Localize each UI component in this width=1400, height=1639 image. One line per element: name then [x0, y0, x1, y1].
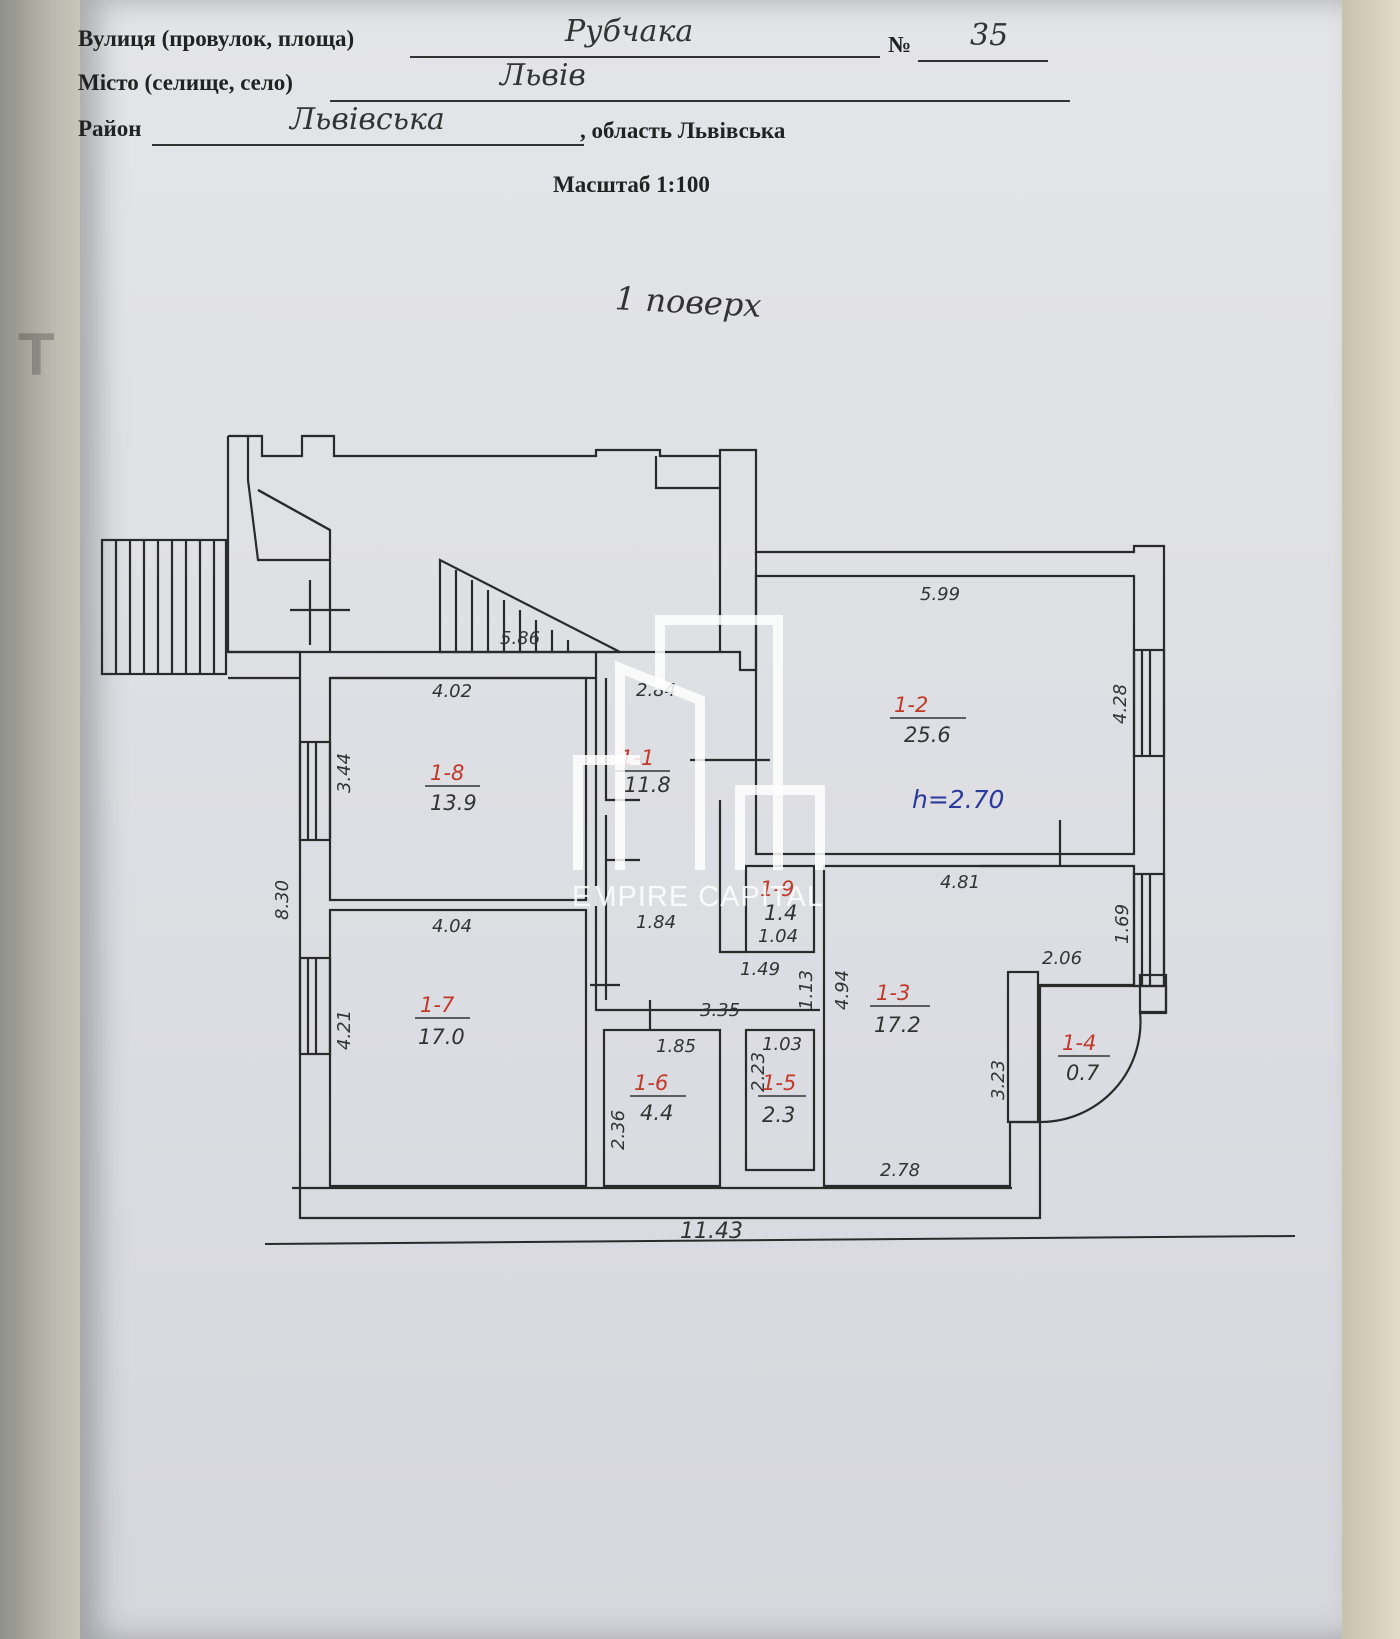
room-3-number: 1-3: [876, 981, 910, 1005]
dimension-labels: 5.86 4.02 3.44 8.30 4.04 4.21 2.84 1.84 …: [272, 584, 1133, 1244]
dim-r1-mid: 1.84: [636, 912, 676, 933]
side-artifact: Т: [18, 321, 55, 388]
page-edge: [1342, 0, 1400, 1639]
street-underline: [410, 56, 880, 58]
city-label: Місто (селище, село): [78, 70, 293, 95]
dim-r2-top: 5.99: [920, 584, 960, 605]
room-2-area: 25.6: [904, 723, 951, 747]
watermark-text: EMPIRE CAPITAL: [572, 881, 824, 913]
room-4-area: 0.7: [1066, 1061, 1100, 1085]
room-7-number: 1-7: [420, 993, 455, 1017]
walls: [100, 434, 1168, 1220]
dim-r5-side: 2.23: [748, 1052, 769, 1092]
room-6-number: 1-6: [634, 1071, 668, 1095]
binding-shadow: [0, 0, 92, 1639]
room-4-number: 1-4: [1062, 1031, 1096, 1055]
room-5-number: 1-5: [762, 1071, 796, 1095]
district-value: Львівська: [290, 102, 445, 137]
dim-r8-top: 4.02: [432, 681, 472, 702]
street-value: Рубчака: [565, 14, 694, 49]
dim-r9-w: 1.04: [758, 926, 798, 947]
dim-335: 3.35: [700, 1000, 740, 1021]
document-page: [80, 0, 1342, 1639]
dim-494: 4.94: [832, 970, 853, 1010]
dim-outer-left: 8.30: [272, 880, 293, 920]
room-9-area: 1.4: [764, 901, 797, 925]
room-5-area: 2.3: [762, 1103, 795, 1127]
room-6-area: 4.4: [640, 1101, 673, 1125]
number-underline: [918, 60, 1048, 62]
dim-bay-w: 2.06: [1042, 948, 1082, 969]
dim-r7-side: 4.21: [334, 1010, 355, 1050]
dim-r8-side: 3.44: [334, 753, 355, 793]
room-3-area: 17.2: [874, 1013, 921, 1037]
dim-r2-side: 4.28: [1110, 684, 1131, 724]
room-labels: 1-8 13.9 1-7 17.0 1-1 11.8 1-2 25.6 h=2.…: [415, 693, 1110, 1127]
dim-r3-top: 4.81: [940, 872, 980, 893]
street-label: Вулиця (провулок, площа): [78, 26, 355, 51]
dim-r7-top: 4.04: [432, 916, 472, 937]
dim-r3-bottom: 2.78: [880, 1160, 920, 1181]
room-8-area: 13.9: [430, 791, 477, 815]
dim-r6-top: 1.85: [656, 1036, 696, 1057]
room-1-area: 11.8: [624, 773, 671, 797]
room-7-area: 17.0: [418, 1025, 465, 1049]
room-9-number: 1-9: [760, 877, 794, 901]
dim-r5-top: 1.03: [762, 1034, 802, 1055]
total-dimension-line: [264, 1235, 1296, 1245]
room-2-number: 1-2: [894, 693, 928, 717]
district-label: Район: [78, 116, 142, 141]
dim-149: 1.49: [740, 959, 780, 980]
district-underline: [152, 144, 584, 146]
dim-r3-side: 1.69: [1112, 904, 1133, 944]
dim-bay-side: 3.23: [988, 1060, 1009, 1100]
number-value: 35: [970, 18, 1009, 53]
room-8-number: 1-8: [430, 761, 464, 785]
city-underline: [330, 100, 1070, 102]
ceiling-height-note: h=2.70: [912, 785, 1004, 814]
dim-stair: 5.86: [500, 628, 540, 649]
region-label: , область Львівська: [580, 118, 786, 143]
number-label: №: [888, 32, 912, 57]
dim-113: 1.13: [796, 970, 817, 1010]
scale-label: Масштаб 1:100: [553, 172, 710, 197]
watermark-logo: [573, 615, 825, 870]
city-value: Львів: [500, 58, 586, 93]
dim-r6-side: 2.36: [608, 1110, 629, 1150]
